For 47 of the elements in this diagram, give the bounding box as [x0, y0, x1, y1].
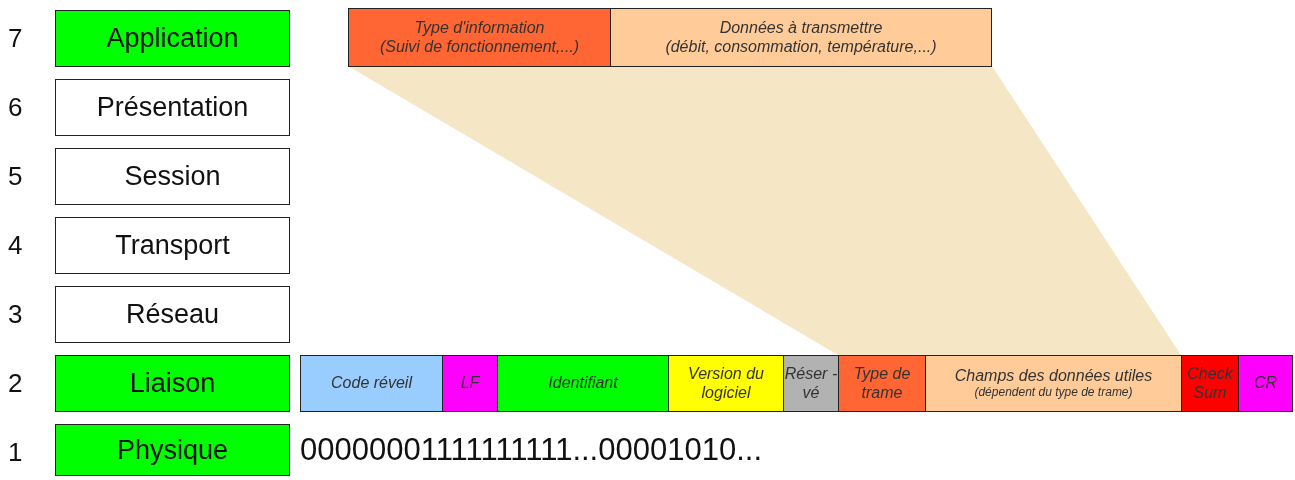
- field-text: Type d'information: [414, 19, 545, 38]
- field-text: Session: [124, 161, 221, 192]
- field-text: Champs des données utiles: [954, 367, 1153, 386]
- layer-number: 6: [8, 91, 23, 124]
- layer-box: [55, 10, 290, 67]
- layer-box: [55, 79, 290, 136]
- frame-field: [668, 355, 784, 412]
- frame-field: [783, 355, 839, 412]
- bit-sequence: 00000001111111111...00001010...: [300, 431, 762, 469]
- layer-number: 3: [8, 298, 23, 331]
- field-text: LF: [460, 374, 480, 393]
- field-text: Application: [106, 23, 239, 54]
- field-text: Transport: [115, 230, 230, 261]
- frame-field: [497, 355, 669, 412]
- field-text: Données à transmettre: [719, 19, 883, 38]
- field-text: Identifiant: [548, 374, 618, 393]
- frame-field: [610, 8, 992, 67]
- layer-box: [55, 355, 290, 412]
- layer-box: [55, 424, 290, 476]
- field-text: (Suivi de fonctionnement,...): [379, 37, 580, 56]
- field-text: Physique: [116, 434, 229, 466]
- field-text: Version du logiciel: [687, 365, 765, 402]
- layer-number: 2: [8, 367, 23, 400]
- field-text: Présentation: [96, 92, 249, 123]
- field-text: Réser -vé: [784, 365, 838, 402]
- layer-number: 4: [8, 229, 23, 262]
- layer-number: 1: [8, 436, 23, 469]
- frame-field: [300, 355, 443, 412]
- layer-number: 7: [8, 22, 23, 55]
- field-text: Code réveil: [331, 374, 412, 393]
- field-text: (dépendent du type de trame): [974, 385, 1133, 400]
- frame-field: [925, 355, 1182, 412]
- layer-number: 5: [8, 160, 23, 193]
- field-text: CR: [1253, 374, 1278, 393]
- field-text: (débit, consommation, température,...): [665, 37, 937, 56]
- layer-box: [55, 148, 290, 205]
- frame-field: [348, 8, 611, 67]
- layer-box: [55, 217, 290, 274]
- field-text: Réseau: [125, 299, 220, 330]
- frame-field: [1181, 355, 1239, 412]
- layer-box: [55, 286, 290, 343]
- frame-field: [838, 355, 926, 412]
- frame-field: [442, 355, 498, 412]
- frame-field: [1238, 355, 1293, 412]
- field-text: Type de trame: [852, 365, 912, 402]
- field-text: Check Sum: [1186, 365, 1234, 402]
- field-text: Liaison: [129, 368, 216, 399]
